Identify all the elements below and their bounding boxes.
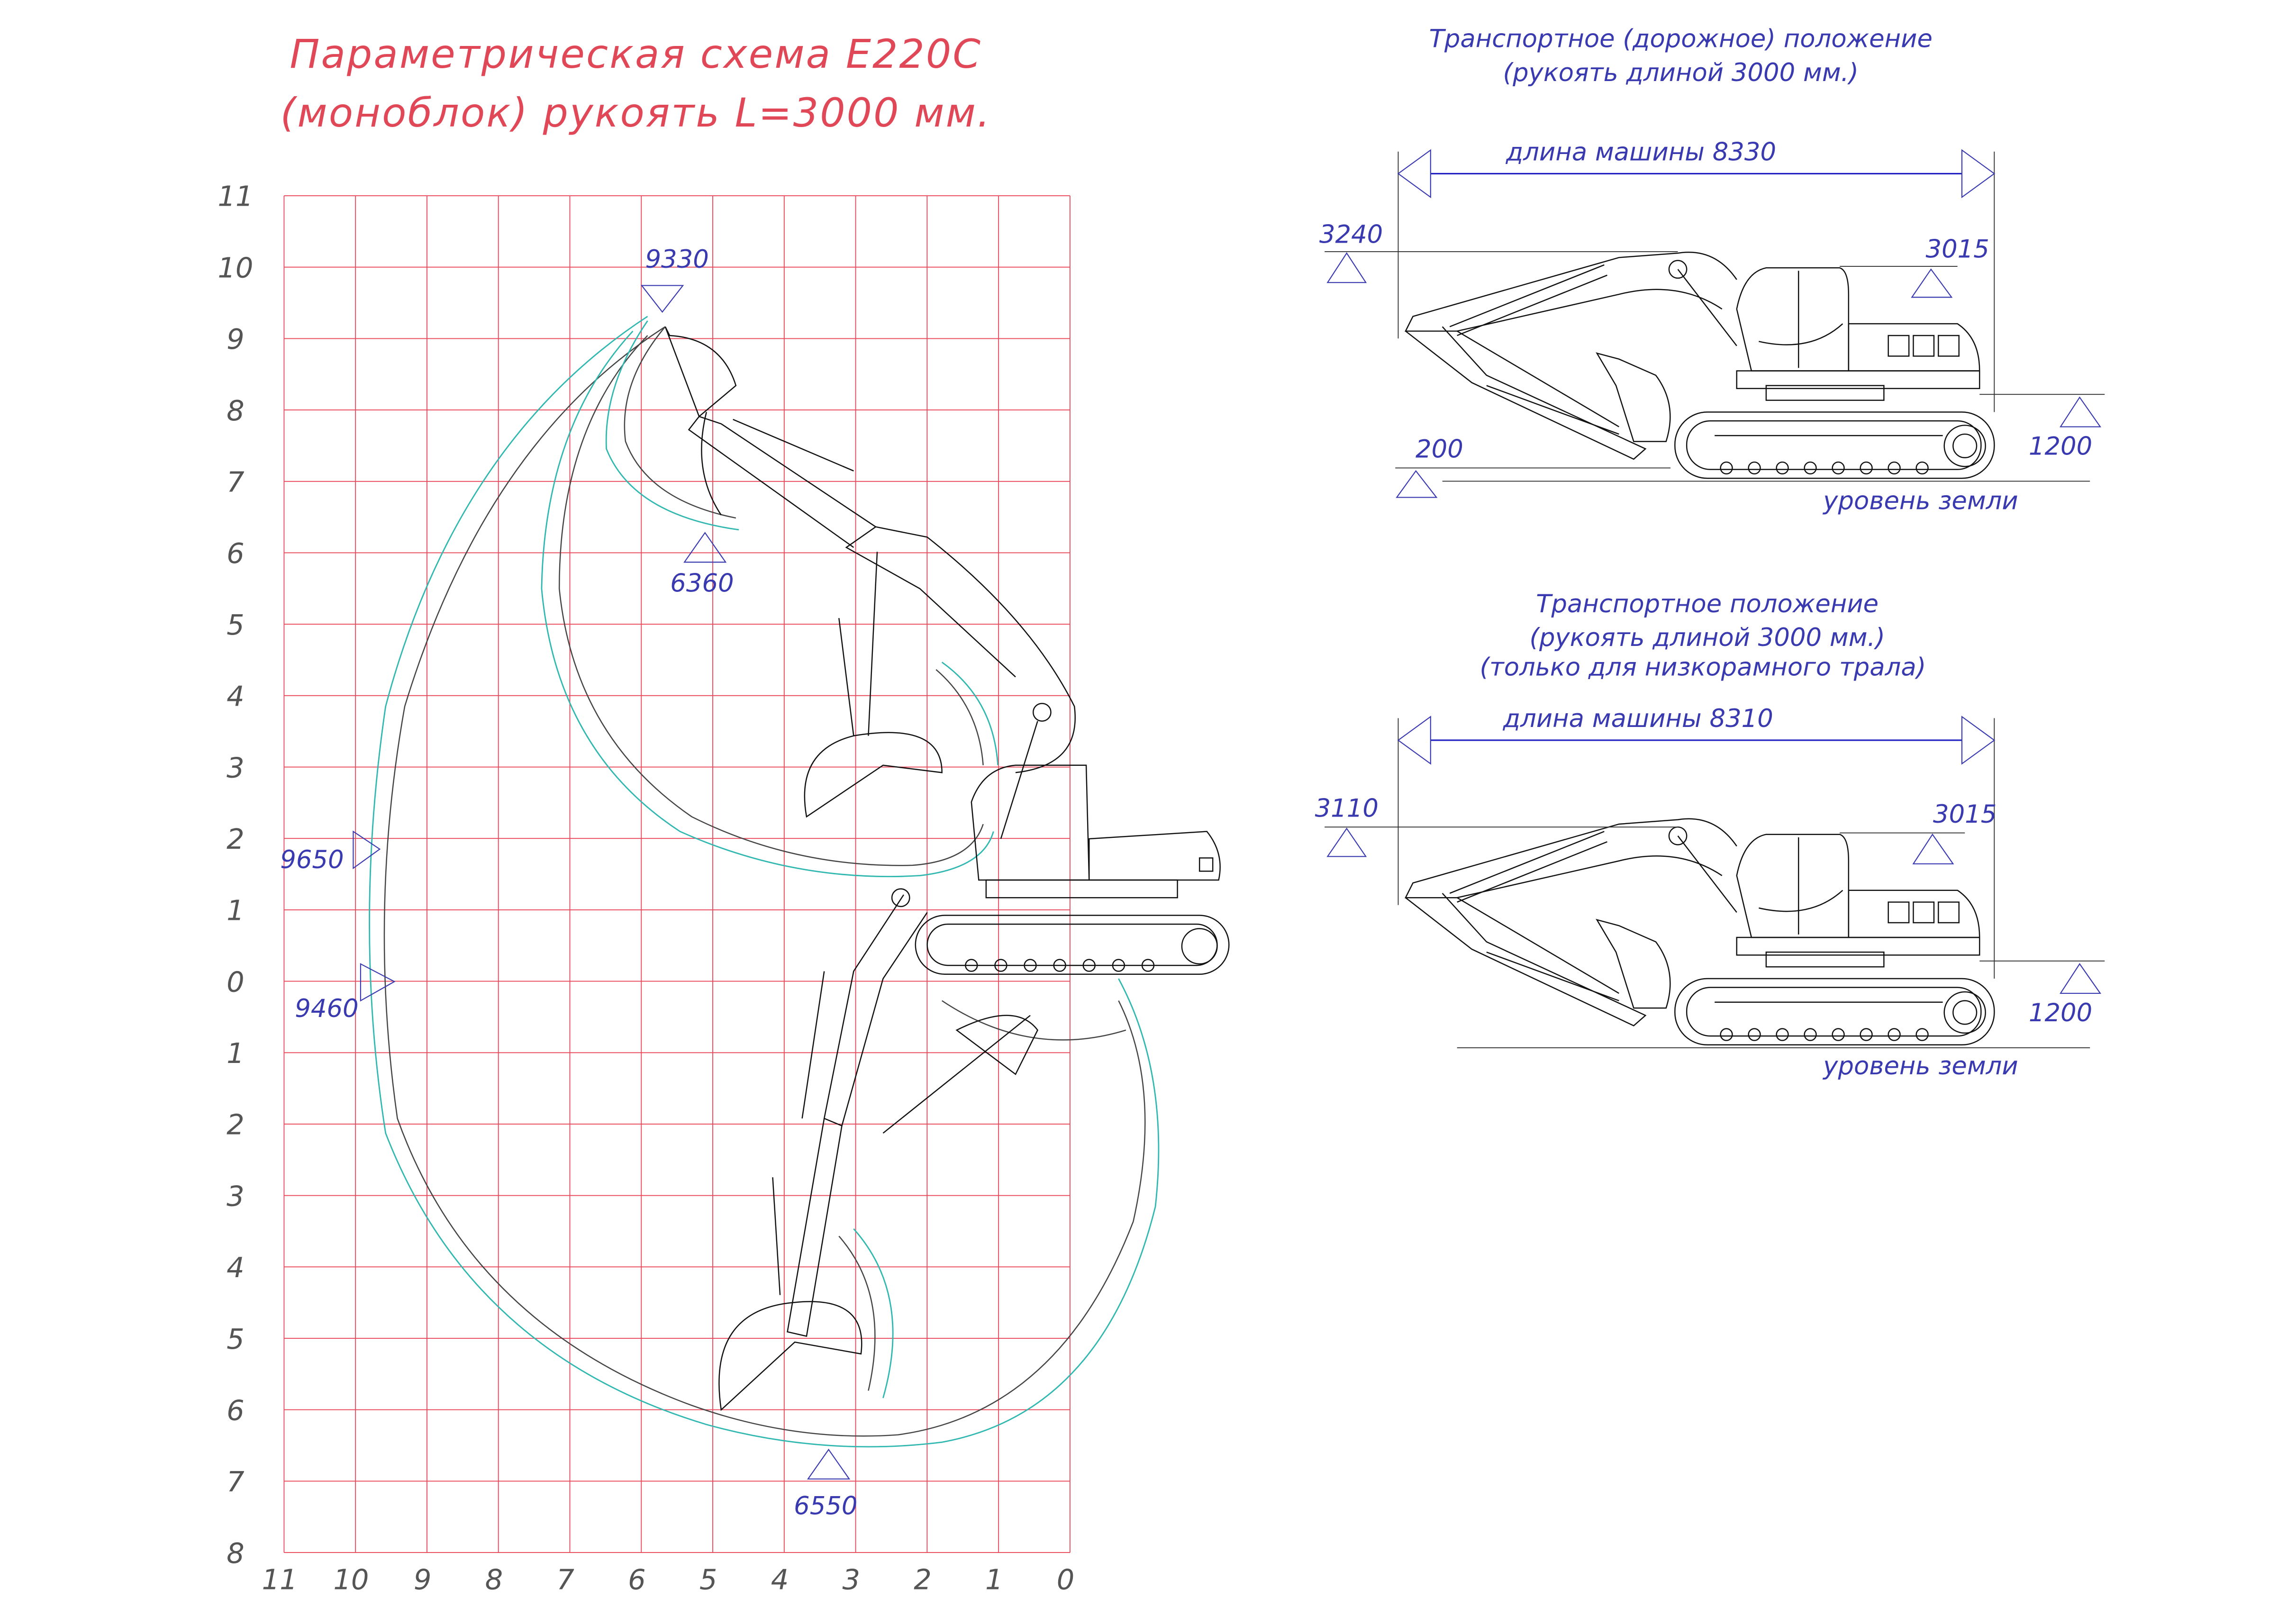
level-marker-icon	[640, 285, 684, 313]
x-tick-label: 7	[556, 1563, 574, 1596]
boom-height-value: 3240	[1319, 220, 1383, 249]
annotation-dump-height: 6360	[670, 532, 734, 598]
x-tick-label: 6	[628, 1563, 646, 1596]
level-marker-icon	[683, 532, 727, 563]
excavator-transport-drawing	[1405, 251, 1995, 479]
annotation-dig-depth: 6550	[794, 1448, 858, 1520]
x-tick-label: 2	[914, 1563, 932, 1596]
main-title-line2: (моноблок) рукоять L=3000 мм.	[281, 90, 991, 136]
y-tick-label: 4	[227, 680, 245, 713]
y-tick-label: 7	[227, 1465, 245, 1498]
x-tick-label: 8	[485, 1563, 503, 1596]
excavator-transport-drawing	[1405, 818, 1995, 1046]
machine-length-label: длина машины 8330	[1506, 137, 1776, 166]
ground-level-label: уровень земли	[1822, 1052, 2018, 1080]
y-tick-label: 1	[227, 894, 245, 927]
x-tick-label: 4	[771, 1563, 789, 1596]
level-marker-icon	[353, 830, 381, 870]
y-tick-label: 3	[227, 1180, 245, 1212]
transport-road-title-line1: Транспортное (дорожное) положение	[1429, 24, 1933, 53]
transport-road-title-line2: (рукоять длиной 3000 мм.)	[1503, 58, 1859, 87]
boom-height-value: 3110	[1315, 794, 1379, 823]
x-tick-label: 1	[985, 1563, 1003, 1596]
transport-trailer-title-line1: Транспортное положение	[1536, 590, 1879, 618]
max-height-value: 9330	[645, 245, 708, 274]
transport-road-view: Транспортное (дорожное) положение (рукоя…	[1319, 24, 2105, 515]
annotation-max-reach: 9650	[280, 830, 381, 874]
machine-length-label: длина машины 8310	[1503, 704, 1773, 733]
y-tick-label: 6	[227, 1394, 245, 1426]
counterweight-clearance-value: 1200	[2029, 432, 2092, 461]
x-tick-label: 0	[1057, 1563, 1075, 1596]
annotation-max-height: 9330	[640, 245, 709, 313]
x-tick-label: 10	[333, 1563, 369, 1596]
cab-height-value: 3015	[1926, 235, 1989, 263]
y-tick-label: 2	[227, 823, 245, 855]
level-marker-icon	[807, 1448, 851, 1480]
max-reach-value: 9650	[280, 845, 344, 874]
x-tick-label: 5	[699, 1563, 717, 1596]
dig-depth-value: 6550	[794, 1491, 857, 1520]
main-title-line1: Параметрическая схема E220C	[290, 31, 982, 77]
y-tick-label: 8	[227, 1537, 245, 1570]
reach-ground-value: 9460	[295, 994, 358, 1023]
y-tick-label: 5	[227, 1323, 245, 1355]
bucket-clearance-value: 200	[1416, 435, 1463, 464]
y-tick-label: 3	[227, 751, 245, 784]
y-tick-label: 10	[218, 251, 253, 284]
y-tick-label: 0	[227, 965, 245, 998]
y-tick-label: 1	[227, 1037, 245, 1070]
y-tick-label: 8	[227, 394, 245, 427]
working-range-grid	[283, 195, 1071, 1553]
annotation-reach-ground: 9460	[295, 963, 396, 1023]
transport-trailer-view: Транспортное положение (рукоять длиной 3…	[1315, 590, 2105, 1080]
y-tick-label: 4	[227, 1251, 245, 1284]
y-tick-label: 2	[227, 1108, 245, 1141]
dump-height-value: 6360	[670, 569, 734, 598]
y-tick-label: 9	[227, 323, 245, 355]
ground-level-label: уровень земли	[1822, 486, 2018, 515]
y-tick-label: 6	[227, 537, 245, 570]
level-marker-icon	[360, 963, 396, 1002]
x-tick-label: 9	[414, 1563, 432, 1596]
x-tick-label: 11	[262, 1563, 298, 1596]
working-envelope	[369, 316, 1160, 1448]
transport-trailer-title-line2: (рукоять длиной 3000 мм.)	[1529, 623, 1885, 652]
excavator-working-positions	[664, 326, 1230, 1411]
counterweight-clearance-value: 1200	[2029, 999, 2092, 1027]
y-tick-label: 5	[227, 608, 245, 641]
y-tick-label: 7	[227, 466, 245, 499]
x-tick-label: 3	[842, 1563, 860, 1596]
cab-height-value: 3015	[1933, 800, 1997, 829]
transport-trailer-title-line3: (только для низкорамного трала)	[1479, 653, 1926, 681]
y-tick-label: 11	[218, 180, 253, 213]
